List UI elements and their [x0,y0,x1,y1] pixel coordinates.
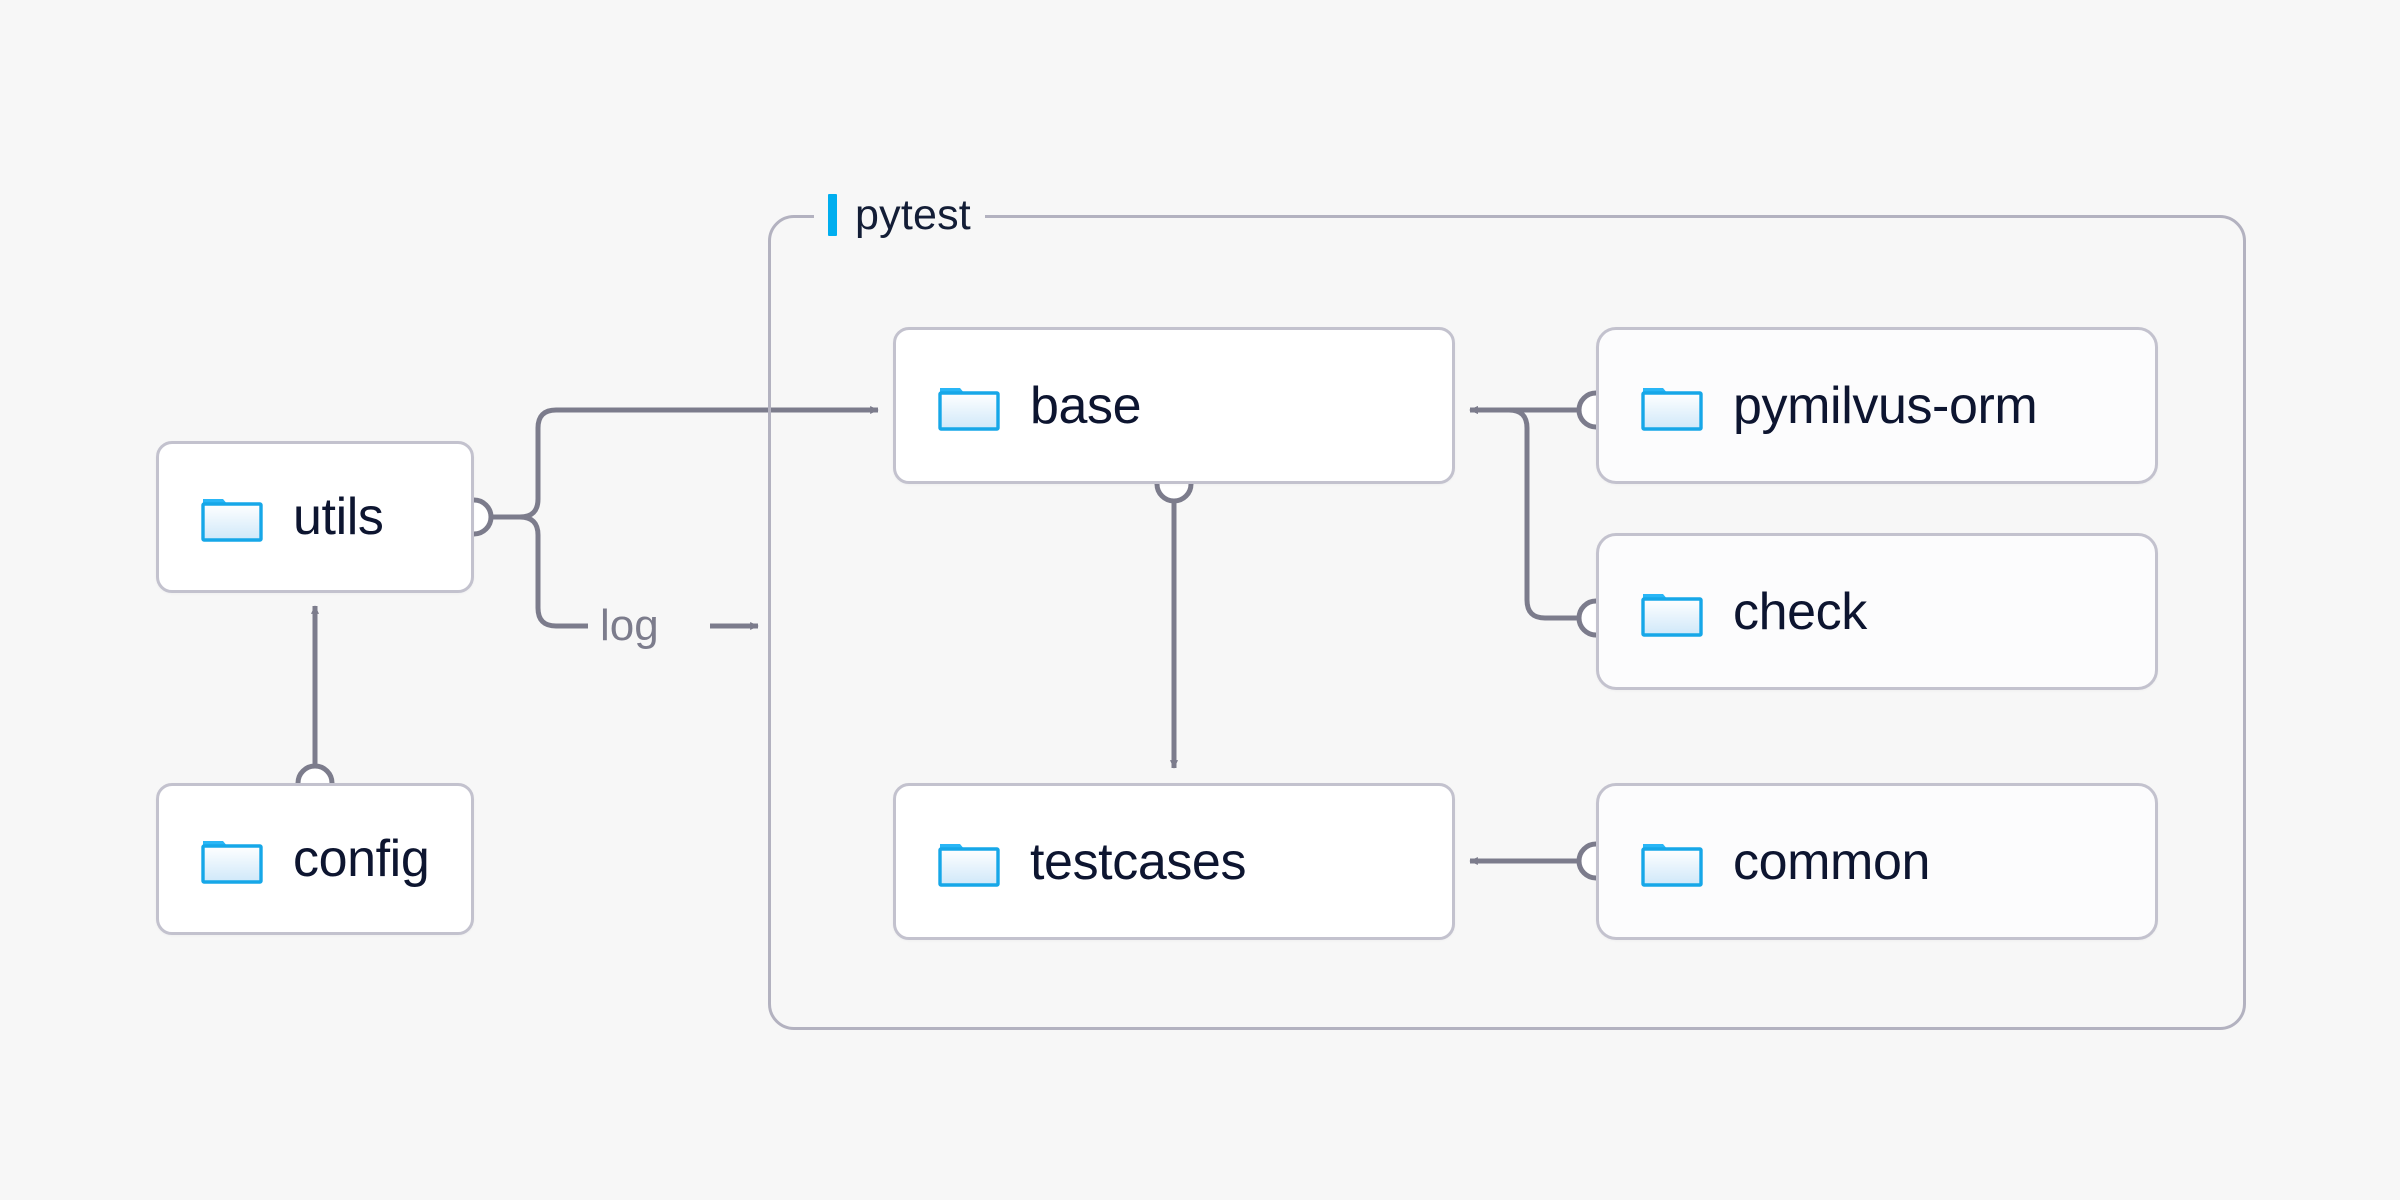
node-testcases[interactable]: testcases [893,783,1455,940]
group-container-pytest [768,215,2246,1030]
folder-icon [938,387,1000,431]
accent-bar-icon [828,194,837,236]
folder-icon [938,843,1000,887]
node-label: testcases [1030,832,1247,891]
node-check[interactable]: check [1596,533,2158,690]
node-base[interactable]: base [893,327,1455,484]
node-common[interactable]: common [1596,783,2158,940]
node-label: config [293,830,430,888]
edge-label-log: log [600,601,659,650]
group-title-text: pytest [855,190,971,239]
folder-icon [1641,593,1703,637]
node-utils[interactable]: utils [156,441,474,593]
node-config[interactable]: config [156,783,474,935]
folder-icon [1641,843,1703,887]
node-label: base [1030,376,1142,435]
node-label: common [1733,832,1930,891]
folder-icon [1641,387,1703,431]
node-pymilvus-orm[interactable]: pymilvus-orm [1596,327,2158,484]
node-label: pymilvus-orm [1733,376,2038,435]
folder-icon [201,841,263,884]
group-label-pytest: pytest [814,187,985,243]
node-label: check [1733,582,1867,641]
edge-config-to-utils [295,605,335,803]
folder-icon [201,499,263,542]
node-label: utils [293,488,384,546]
